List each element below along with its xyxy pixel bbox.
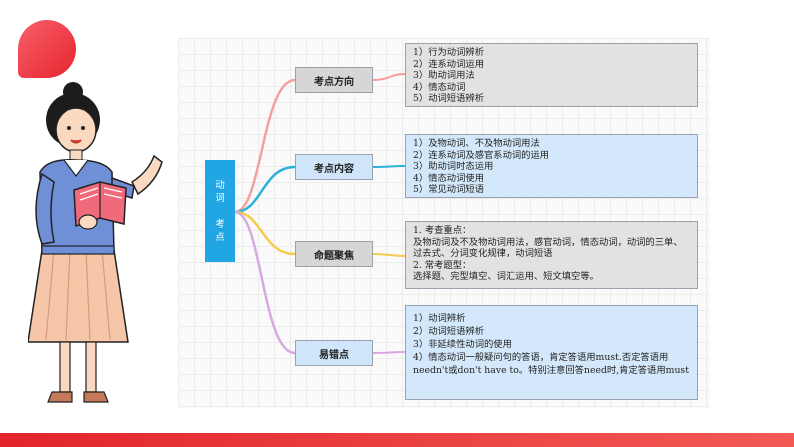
root-spacer [218, 205, 221, 218]
branch-label: 易错点 [319, 349, 349, 361]
root-line: 词 [215, 192, 225, 204]
branch-node-exam-direction: 考点方向 [295, 67, 373, 93]
detail-item: 1）动词辨析 [413, 313, 466, 324]
root-line: 考 [215, 218, 225, 230]
branch-label: 考点内容 [314, 163, 354, 175]
root-line: 点 [215, 231, 225, 243]
detail-item: 4）情态动词 [413, 81, 466, 93]
detail-item: 2）连系动词运用 [413, 58, 484, 70]
detail-item: 1）行为动词辨析 [413, 47, 484, 58]
bottom-accent-bar [0, 433, 794, 447]
detail-box-exam-content: 1）及物动词、不及物动词用法 2）连系动词及感官系动词的运用 3）助动词时态运用… [405, 134, 698, 198]
detail-item: 4）情态动词一般疑问句的答语，肯定答语用must.否定答语用needn't或do… [413, 352, 689, 376]
detail-box-common-errors: 1）动词辨析 2）动词短语辨析 3）非延续性动词的使用 4）情态动词一般疑问句的… [405, 305, 698, 400]
branch-label: 考点方向 [314, 76, 354, 88]
detail-item: 5）常见动词短语 [413, 184, 484, 196]
detail-item: 3）非延续性动词的使用 [413, 339, 512, 350]
branch-node-common-errors: 易错点 [295, 340, 373, 366]
detail-item: 2. 常考题型： [413, 259, 472, 271]
branch-label: 命题聚焦 [314, 250, 354, 262]
teacher-illustration [28, 82, 163, 403]
detail-item: 及物动词及不及物动词用法，感官动词，情态动词，动词的三单、过去式、分词变化规律，… [413, 236, 683, 260]
detail-box-exam-direction: 1）行为动词辨析 2）连系动词运用 3）助动词用法 4）情态动词 5）动词短语辨… [405, 43, 698, 107]
detail-item: 3）助动词时态运用 [413, 161, 494, 173]
detail-item: 选择题、完型填空、词汇运用、短文填空等。 [413, 271, 599, 283]
detail-item: 1. 考查重点： [413, 225, 472, 236]
detail-item: 3）助动词用法 [413, 70, 475, 82]
detail-item: 2）动词短语辨析 [413, 326, 484, 337]
root-line: 动 [215, 179, 225, 191]
detail-item: 4）情态动词使用 [413, 172, 484, 184]
detail-item: 2）连系动词及感官系动词的运用 [413, 149, 550, 161]
branch-node-exam-content: 考点内容 [295, 154, 373, 180]
detail-item: 5）动词短语辨析 [413, 93, 484, 105]
detail-item: 1）及物动词、不及物动词用法 [413, 138, 540, 149]
root-node: 动 词 考 点 [205, 160, 235, 262]
decorative-red-shape [18, 20, 76, 78]
detail-box-question-focus: 1. 考查重点： 及物动词及不及物动词用法，感官动词，情态动词，动词的三单、过去… [405, 221, 698, 289]
branch-node-question-focus: 命题聚焦 [295, 241, 373, 267]
